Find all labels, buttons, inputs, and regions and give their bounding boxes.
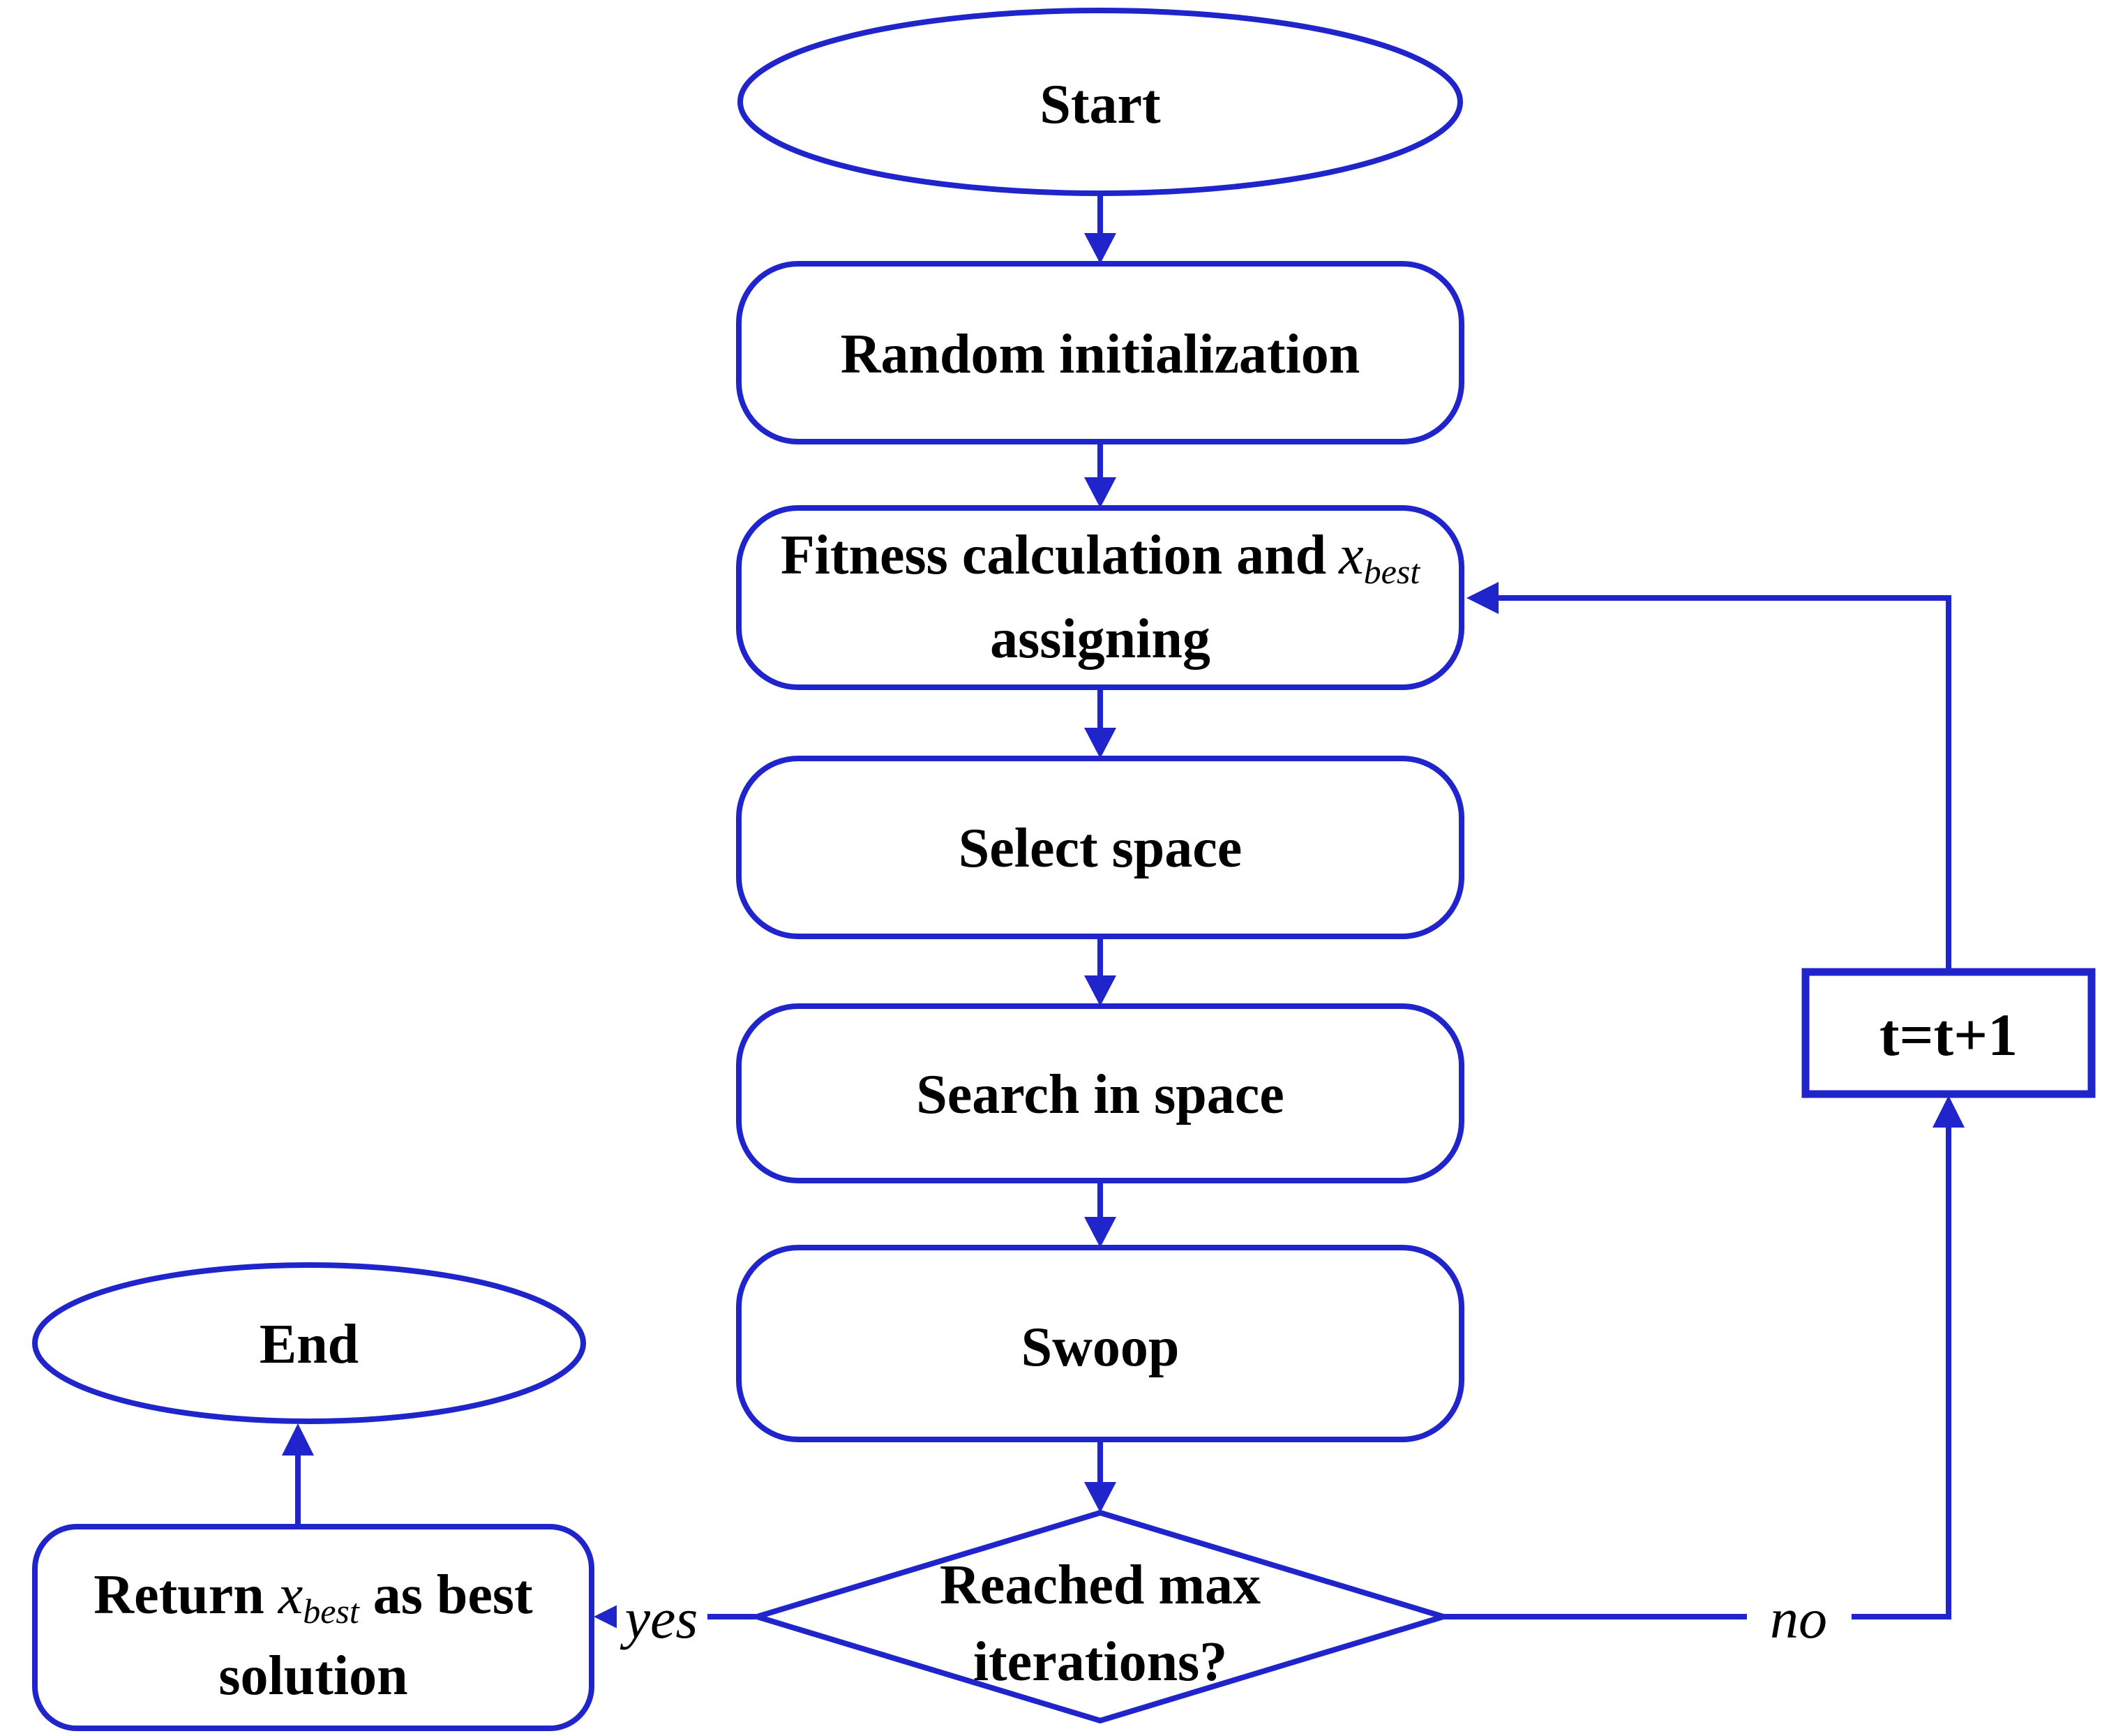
increment-box	[1801, 968, 2096, 1098]
select-space-box	[736, 756, 1464, 939]
decision-label-line1: Reached max	[940, 1555, 1261, 1616]
fitness-line1-var: x	[1338, 525, 1364, 586]
start-label: Start	[1040, 74, 1161, 135]
return-line1-var: x	[278, 1564, 303, 1626]
search-space-label: Search in space	[916, 1064, 1284, 1125]
arrowhead-up-icon	[1933, 1095, 1965, 1128]
return-line1-prefix: Return	[93, 1564, 264, 1626]
arrowhead-up-icon	[282, 1423, 314, 1456]
swoop-box	[736, 1245, 1464, 1442]
fitness-line1-prefix: Fitness calculation and	[781, 525, 1326, 586]
arrowhead-down-icon	[1084, 728, 1116, 758]
no-label-gap	[1747, 1585, 1852, 1649]
fitness-line1-var-sub: best	[1364, 552, 1421, 591]
start-ellipse	[737, 8, 1463, 196]
search-space-box	[736, 1003, 1464, 1183]
arrowhead-down-icon	[1084, 1217, 1116, 1248]
return-label-line2: solution	[218, 1645, 407, 1707]
return-line1-suffix: as best	[373, 1564, 533, 1626]
arrowhead-down-icon	[1084, 477, 1116, 508]
end-ellipse	[32, 1262, 586, 1424]
increment-label: t=t+1	[1879, 1001, 2018, 1068]
arrowhead-down-icon	[1084, 1482, 1116, 1513]
arrowhead-down-icon	[1084, 233, 1116, 264]
fitness-box	[736, 505, 1464, 690]
fitness-label-line2: assigning	[990, 608, 1210, 670]
yes-edge-label: yes	[620, 1587, 698, 1650]
arrowhead-left-icon	[1466, 582, 1499, 614]
arrowhead-down-icon	[1084, 975, 1116, 1006]
return-line1-var-sub: best	[303, 1592, 360, 1631]
decision-diamond	[747, 1509, 1453, 1724]
edge-decision-increment-no	[1443, 1128, 1951, 1619]
random-init-box	[736, 261, 1464, 444]
return-box	[32, 1524, 594, 1731]
end-label: End	[260, 1314, 359, 1375]
swoop-label: Swoop	[1021, 1317, 1180, 1378]
yes-label-gap	[617, 1585, 707, 1649]
random-init-label: Random initialization	[841, 324, 1360, 385]
decision-label-line2: iterations?	[973, 1631, 1227, 1693]
edge-increment-fitness	[1499, 595, 1951, 972]
select-space-label: Select space	[959, 818, 1243, 879]
no-edge-label: no	[1770, 1587, 1827, 1650]
